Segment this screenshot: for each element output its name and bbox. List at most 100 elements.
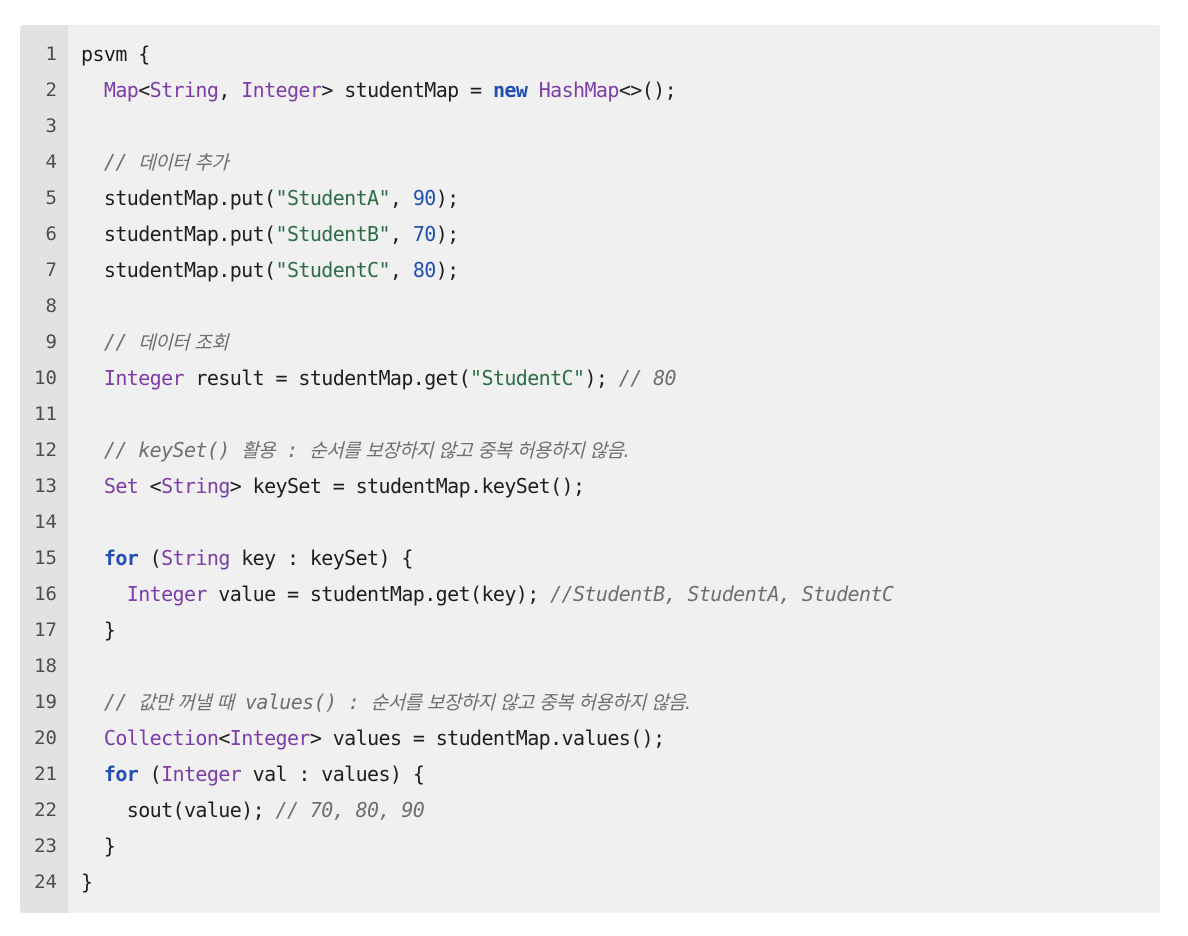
type-token: Collection — [103, 726, 219, 750]
code-line: // 데이터 조회 — [81, 324, 1160, 360]
code-text — [81, 582, 127, 606]
code-line: for (String key : keySet) { — [81, 540, 1160, 576]
line-number: 1 — [45, 43, 57, 65]
code-line: Map<String, Integer> studentMap = new Ha… — [81, 72, 1160, 108]
code-text: psvm { — [81, 42, 150, 66]
type-token: Integer — [241, 78, 322, 102]
code-text — [81, 762, 104, 786]
code-text: studentMap.put( — [81, 258, 276, 282]
code-text: , — [218, 78, 242, 102]
code-line: studentMap.put("StudentA", 90); — [81, 180, 1160, 216]
code-line — [81, 396, 1160, 432]
comment-token: // keySet() — [103, 438, 242, 462]
type-token: Integer — [161, 762, 242, 786]
code-text — [81, 330, 104, 354]
comment-token: // — [103, 330, 139, 354]
line-number: 20 — [34, 727, 57, 749]
code-text: value = studentMap.get(key); — [206, 582, 551, 606]
code-text: > studentMap = — [321, 78, 493, 102]
code-line: } — [81, 612, 1160, 648]
code-text: ); — [584, 366, 619, 390]
comment-token: // 80 — [618, 366, 677, 390]
string-literal: "StudentA" — [275, 186, 391, 210]
keyword-token: for — [103, 762, 139, 786]
line-number: 9 — [45, 331, 57, 353]
code-line: for (Integer val : values) { — [81, 756, 1160, 792]
comment-token: // — [103, 150, 139, 174]
code-line: Integer result = studentMap.get("Student… — [81, 360, 1160, 396]
code-line — [81, 288, 1160, 324]
code-line: } — [81, 864, 1160, 900]
number-literal: 80 — [412, 258, 436, 282]
string-literal: "StudentC" — [275, 258, 391, 282]
code-line: Integer value = studentMap.get(key); //S… — [81, 576, 1160, 612]
code-text — [81, 150, 104, 174]
line-number: 4 — [45, 151, 57, 173]
code-text — [81, 78, 104, 102]
line-number: 13 — [34, 475, 57, 497]
number-literal: 70 — [412, 222, 436, 246]
code-text: <>(); — [618, 78, 677, 102]
code-text — [81, 726, 104, 750]
code-text: , — [389, 222, 413, 246]
line-number: 11 — [34, 403, 57, 425]
type-token: HashMap — [538, 78, 620, 102]
code-lines[interactable]: psvm { Map<String, Integer> studentMap =… — [68, 25, 1160, 913]
code-line — [81, 108, 1160, 144]
type-token: String — [161, 474, 230, 498]
line-number: 10 — [34, 367, 57, 389]
keyword-token: for — [103, 546, 139, 570]
string-literal: "StudentC" — [470, 366, 585, 390]
code-line: Set <String> keySet = studentMap.keySet(… — [81, 468, 1160, 504]
code-text: , — [389, 186, 413, 210]
line-number: 15 — [34, 547, 57, 569]
line-number: 5 — [45, 187, 57, 209]
type-token: String — [149, 78, 219, 102]
string-literal: "StudentB" — [275, 222, 391, 246]
code-line: // keySet() 활용 : 순서를 보장하지 않고 중복 허용하지 않음. — [81, 432, 1160, 468]
comment-token: values() : — [233, 690, 371, 714]
code-line: // 값만 꺼낼 때 values() : 순서를 보장하지 않고 중복 허용하… — [81, 684, 1160, 720]
line-number: 7 — [45, 259, 57, 281]
code-line: // 데이터 추가 — [81, 144, 1160, 180]
code-text: } — [81, 834, 116, 858]
line-number: 16 — [34, 583, 57, 605]
code-line: Collection<Integer> values = studentMap.… — [81, 720, 1160, 756]
type-token: Set — [103, 474, 139, 498]
code-text: ( — [138, 762, 162, 786]
number-literal: 90 — [412, 186, 436, 210]
code-text: key : keySet) { — [229, 546, 413, 570]
comment-token: // 70, 80, 90 — [275, 798, 425, 822]
code-line: sout(value); // 70, 80, 90 — [81, 792, 1160, 828]
code-text — [527, 78, 538, 102]
comment-token: 데이터 추가 — [138, 152, 229, 174]
code-text: studentMap.put( — [81, 222, 276, 246]
comment-token: 활용 — [241, 440, 275, 462]
comment-token: 데이터 조회 — [138, 332, 229, 354]
code-text: } — [81, 870, 93, 894]
code-text: > keySet = studentMap.keySet(); — [229, 474, 585, 498]
code-text: result = studentMap.get( — [183, 366, 471, 390]
code-line: } — [81, 828, 1160, 864]
code-text — [81, 474, 104, 498]
code-line: psvm { — [81, 36, 1160, 72]
code-text: ( — [138, 546, 162, 570]
comment-token: 값만 꺼낼 때 — [138, 692, 234, 714]
code-text: ); — [435, 186, 459, 210]
type-token: String — [161, 546, 230, 570]
line-number: 12 — [34, 439, 57, 461]
line-number: 19 — [34, 691, 57, 713]
code-text — [81, 690, 104, 714]
line-number: 14 — [34, 511, 57, 533]
comment-token: 순서를 보장하지 않고 중복 허용하지 않음. — [309, 440, 629, 462]
keyword-token: new — [492, 78, 528, 102]
type-token: Integer — [229, 726, 311, 750]
code-text — [81, 366, 104, 390]
code-text — [81, 438, 104, 462]
line-number: 21 — [34, 763, 57, 785]
type-token: Map — [103, 78, 139, 102]
line-number: 3 — [45, 115, 57, 137]
comment-token: : — [274, 438, 310, 462]
